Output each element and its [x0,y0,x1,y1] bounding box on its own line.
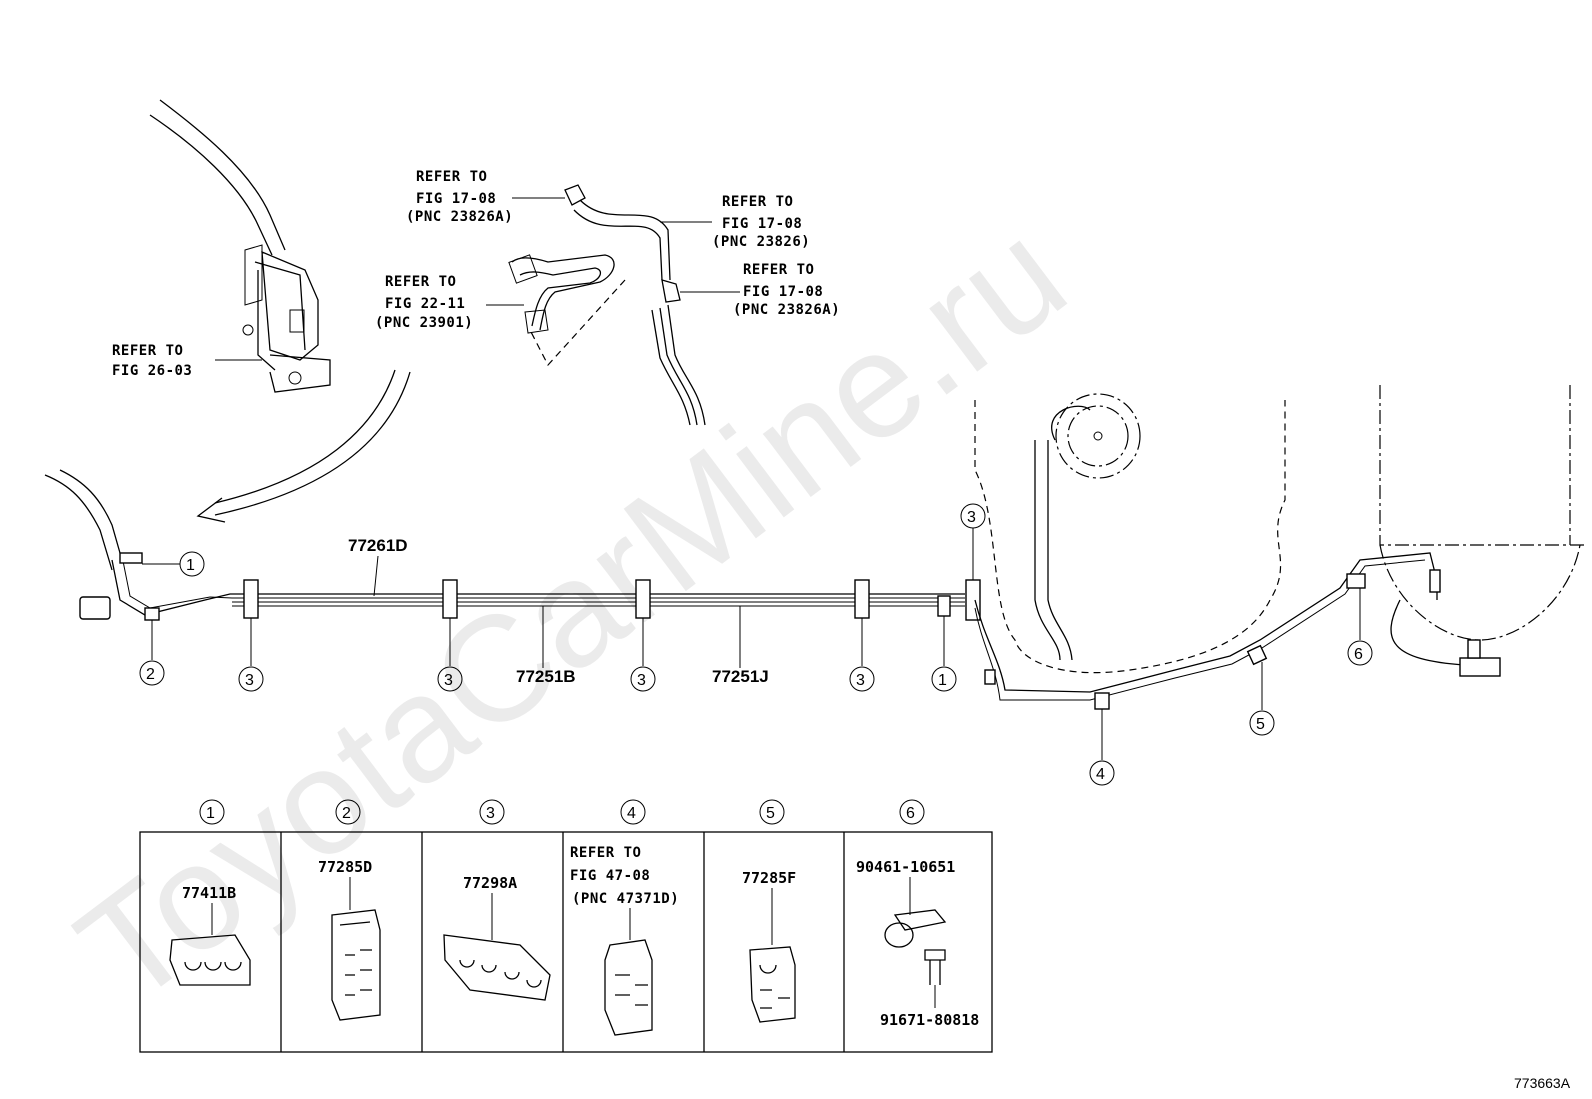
diagram-id: 773663A [1514,1075,1571,1091]
svg-text:3: 3 [856,672,865,689]
tank-lines [974,405,1501,710]
callout-4: 4 [1089,709,1115,786]
svg-text:3: 3 [444,672,453,689]
legend-part-91671-80818: 91671-80818 [880,1011,979,1029]
refer-fig1708b-line1: REFER TO [722,194,793,210]
refer-fig26-line1: REFER TO [112,343,183,359]
legend-header-2: 2 [335,799,361,825]
part-77251j: 77251J [712,667,769,686]
refer-fig22-line2: FIG 22-11 [385,296,465,312]
legend-part-77285d: 77285D [318,858,372,876]
clamp-77285d-icon [331,909,381,1021]
bolt-icon [924,949,946,985]
clamp-77298a-icon [443,934,551,1001]
canister-hanger-drawing [149,99,331,393]
refer-fig1708a-line2: FIG 17-08 [416,191,496,207]
callout-1-b: 1 [931,616,957,692]
svg-text:1: 1 [186,557,195,574]
refer-fig1708a-line3: (PNC 23826A) [406,209,513,225]
svg-text:4: 4 [1096,766,1105,783]
legend-cell4-line2: FIG 47-08 [570,868,650,884]
refer-fig26-line2: FIG 26-03 [112,363,192,379]
leader-77261d [373,555,379,597]
callout-3-d: 3 [849,618,875,692]
legend-headers: 1 2 3 4 5 6 [199,799,925,825]
callout-2: 2 [139,620,165,686]
legend-part-77285f: 77285F [742,869,796,887]
legend-table [139,831,993,1053]
legend-header-3: 3 [479,799,505,825]
callout-3-a: 3 [238,618,264,692]
legend-cell4-line3: (PNC 47371D) [572,891,679,907]
clamp-77411b-icon [169,934,251,986]
legend-header-1: 1 [199,799,225,825]
fuel-line-bundle [44,469,981,621]
svg-text:6: 6 [906,805,915,822]
callout-5: 5 [1249,662,1275,736]
callout-1-top: 1 [142,551,205,577]
clamp-47371d-icon [604,939,653,1036]
vapor-hose-drawing [508,184,706,426]
svg-text:4: 4 [627,805,636,822]
part-77261d: 77261D [348,536,408,555]
legend-cell4-line1: REFER TO [570,845,641,861]
svg-text:3: 3 [486,805,495,822]
svg-text:5: 5 [766,805,775,822]
refer-fig1708b-line3: (PNC 23826) [712,234,810,250]
svg-text:3: 3 [967,509,976,526]
legend-header-5: 5 [759,799,785,825]
callout-3-b: 3 [437,618,463,692]
refer-fig1708c-line1: REFER TO [743,262,814,278]
legend-part-77298a: 77298A [463,874,517,892]
svg-text:1: 1 [206,805,215,822]
svg-text:2: 2 [342,805,351,822]
legend-part-77411b: 77411B [182,884,236,902]
refer-fig1708c-line2: FIG 17-08 [743,284,823,300]
refer-fig1708a-line1: REFER TO [416,169,487,185]
svg-text:3: 3 [637,672,646,689]
legend-header-6: 6 [899,799,925,825]
svg-text:3: 3 [245,672,254,689]
clamp-77285f-icon [749,946,796,1023]
refer-fig1708c-line3: (PNC 23826A) [733,302,840,318]
tank-outline [974,385,1585,674]
refer-fig22-line3: (PNC 23901) [375,315,473,331]
svg-text:1: 1 [938,672,947,689]
callout-6: 6 [1347,588,1373,666]
refer-fig1708b-line2: FIG 17-08 [722,216,802,232]
svg-text:5: 5 [1256,716,1265,733]
svg-text:2: 2 [146,666,155,683]
callout-3-c: 3 [630,618,656,692]
legend-header-4: 4 [620,799,646,825]
bracket-clamp-icon [884,909,947,948]
callout-3-e: 3 [960,503,986,580]
direction-arrow [196,369,411,523]
refer-fig22-line1: REFER TO [385,274,456,290]
legend-part-90461-10651: 90461-10651 [856,858,955,876]
part-77251b: 77251B [516,667,576,686]
svg-text:6: 6 [1354,646,1363,663]
